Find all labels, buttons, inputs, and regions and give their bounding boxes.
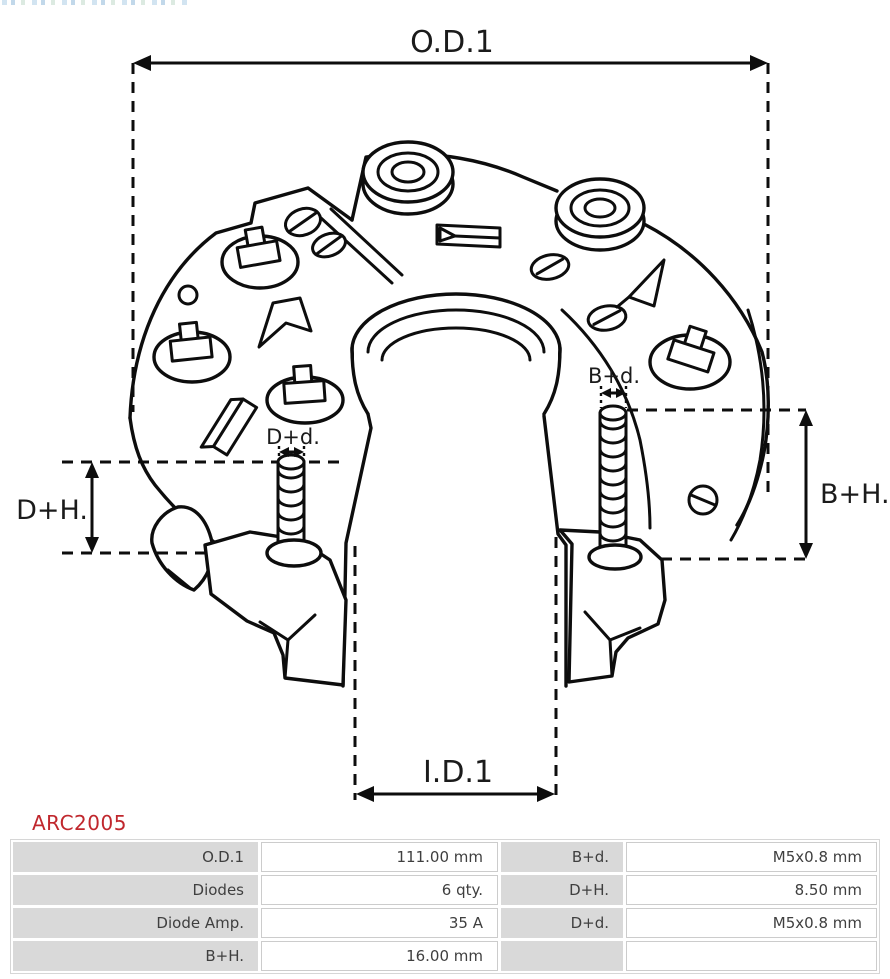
spec-label-cell [501,941,623,971]
spec-value-cell: 6 qty. [261,875,498,905]
logo-fragment-icon [2,0,190,5]
dim-label-id1: I.D.1 [423,755,493,790]
dim-bph: B+H. [799,410,890,559]
dim-label-od1: O.D.1 [410,25,494,60]
terminal-stud-bplus [587,404,643,571]
plate-cutouts [177,206,719,516]
spec-label-cell: D+d. [501,908,623,938]
spec-value-cell: M5x0.8 mm [626,842,877,872]
terminal-posts [361,140,646,252]
dim-label-dph: D+H. [16,495,88,526]
part-number-link[interactable]: ARC2005 [32,811,127,835]
spec-value-cell: M5x0.8 mm [626,908,877,938]
diode-ellipses [152,225,732,425]
rectifier-technical-drawing: O.D.1 I.D.1 D+H. B+H. D+d. B+d. [16,25,890,802]
dim-id1: I.D.1 [353,537,558,802]
dim-dpd: D+d. [266,425,320,457]
dim-label-dpd: D+d. [266,425,320,449]
spec-table-row: B+H.16.00 mm [13,941,877,971]
spec-label-cell: B+d. [501,842,623,872]
spec-label-cell: O.D.1 [13,842,258,872]
dim-od1: O.D.1 [131,25,770,500]
spec-label-cell: D+H. [501,875,623,905]
dim-bpd: B+d. [588,364,640,398]
spec-value-cell: 16.00 mm [261,941,498,971]
spec-value-cell [626,941,877,971]
left-tab [150,505,215,592]
spec-value-cell: 111.00 mm [261,842,498,872]
spec-label-cell: Diode Amp. [13,908,258,938]
dim-dph: D+H. [16,462,99,553]
spec-value-cell: 8.50 mm [626,875,877,905]
spec-label-cell: Diodes [13,875,258,905]
spec-label-cell: B+H. [13,941,258,971]
dim-label-bpd: B+d. [588,364,640,388]
dim-label-bph: B+H. [820,479,890,510]
center-bore-collar [341,292,568,688]
plate-outline [128,152,770,547]
spec-value-cell: 35 A [261,908,498,938]
mounting-feet [203,528,667,687]
terminal-stud-dplus [265,453,323,568]
